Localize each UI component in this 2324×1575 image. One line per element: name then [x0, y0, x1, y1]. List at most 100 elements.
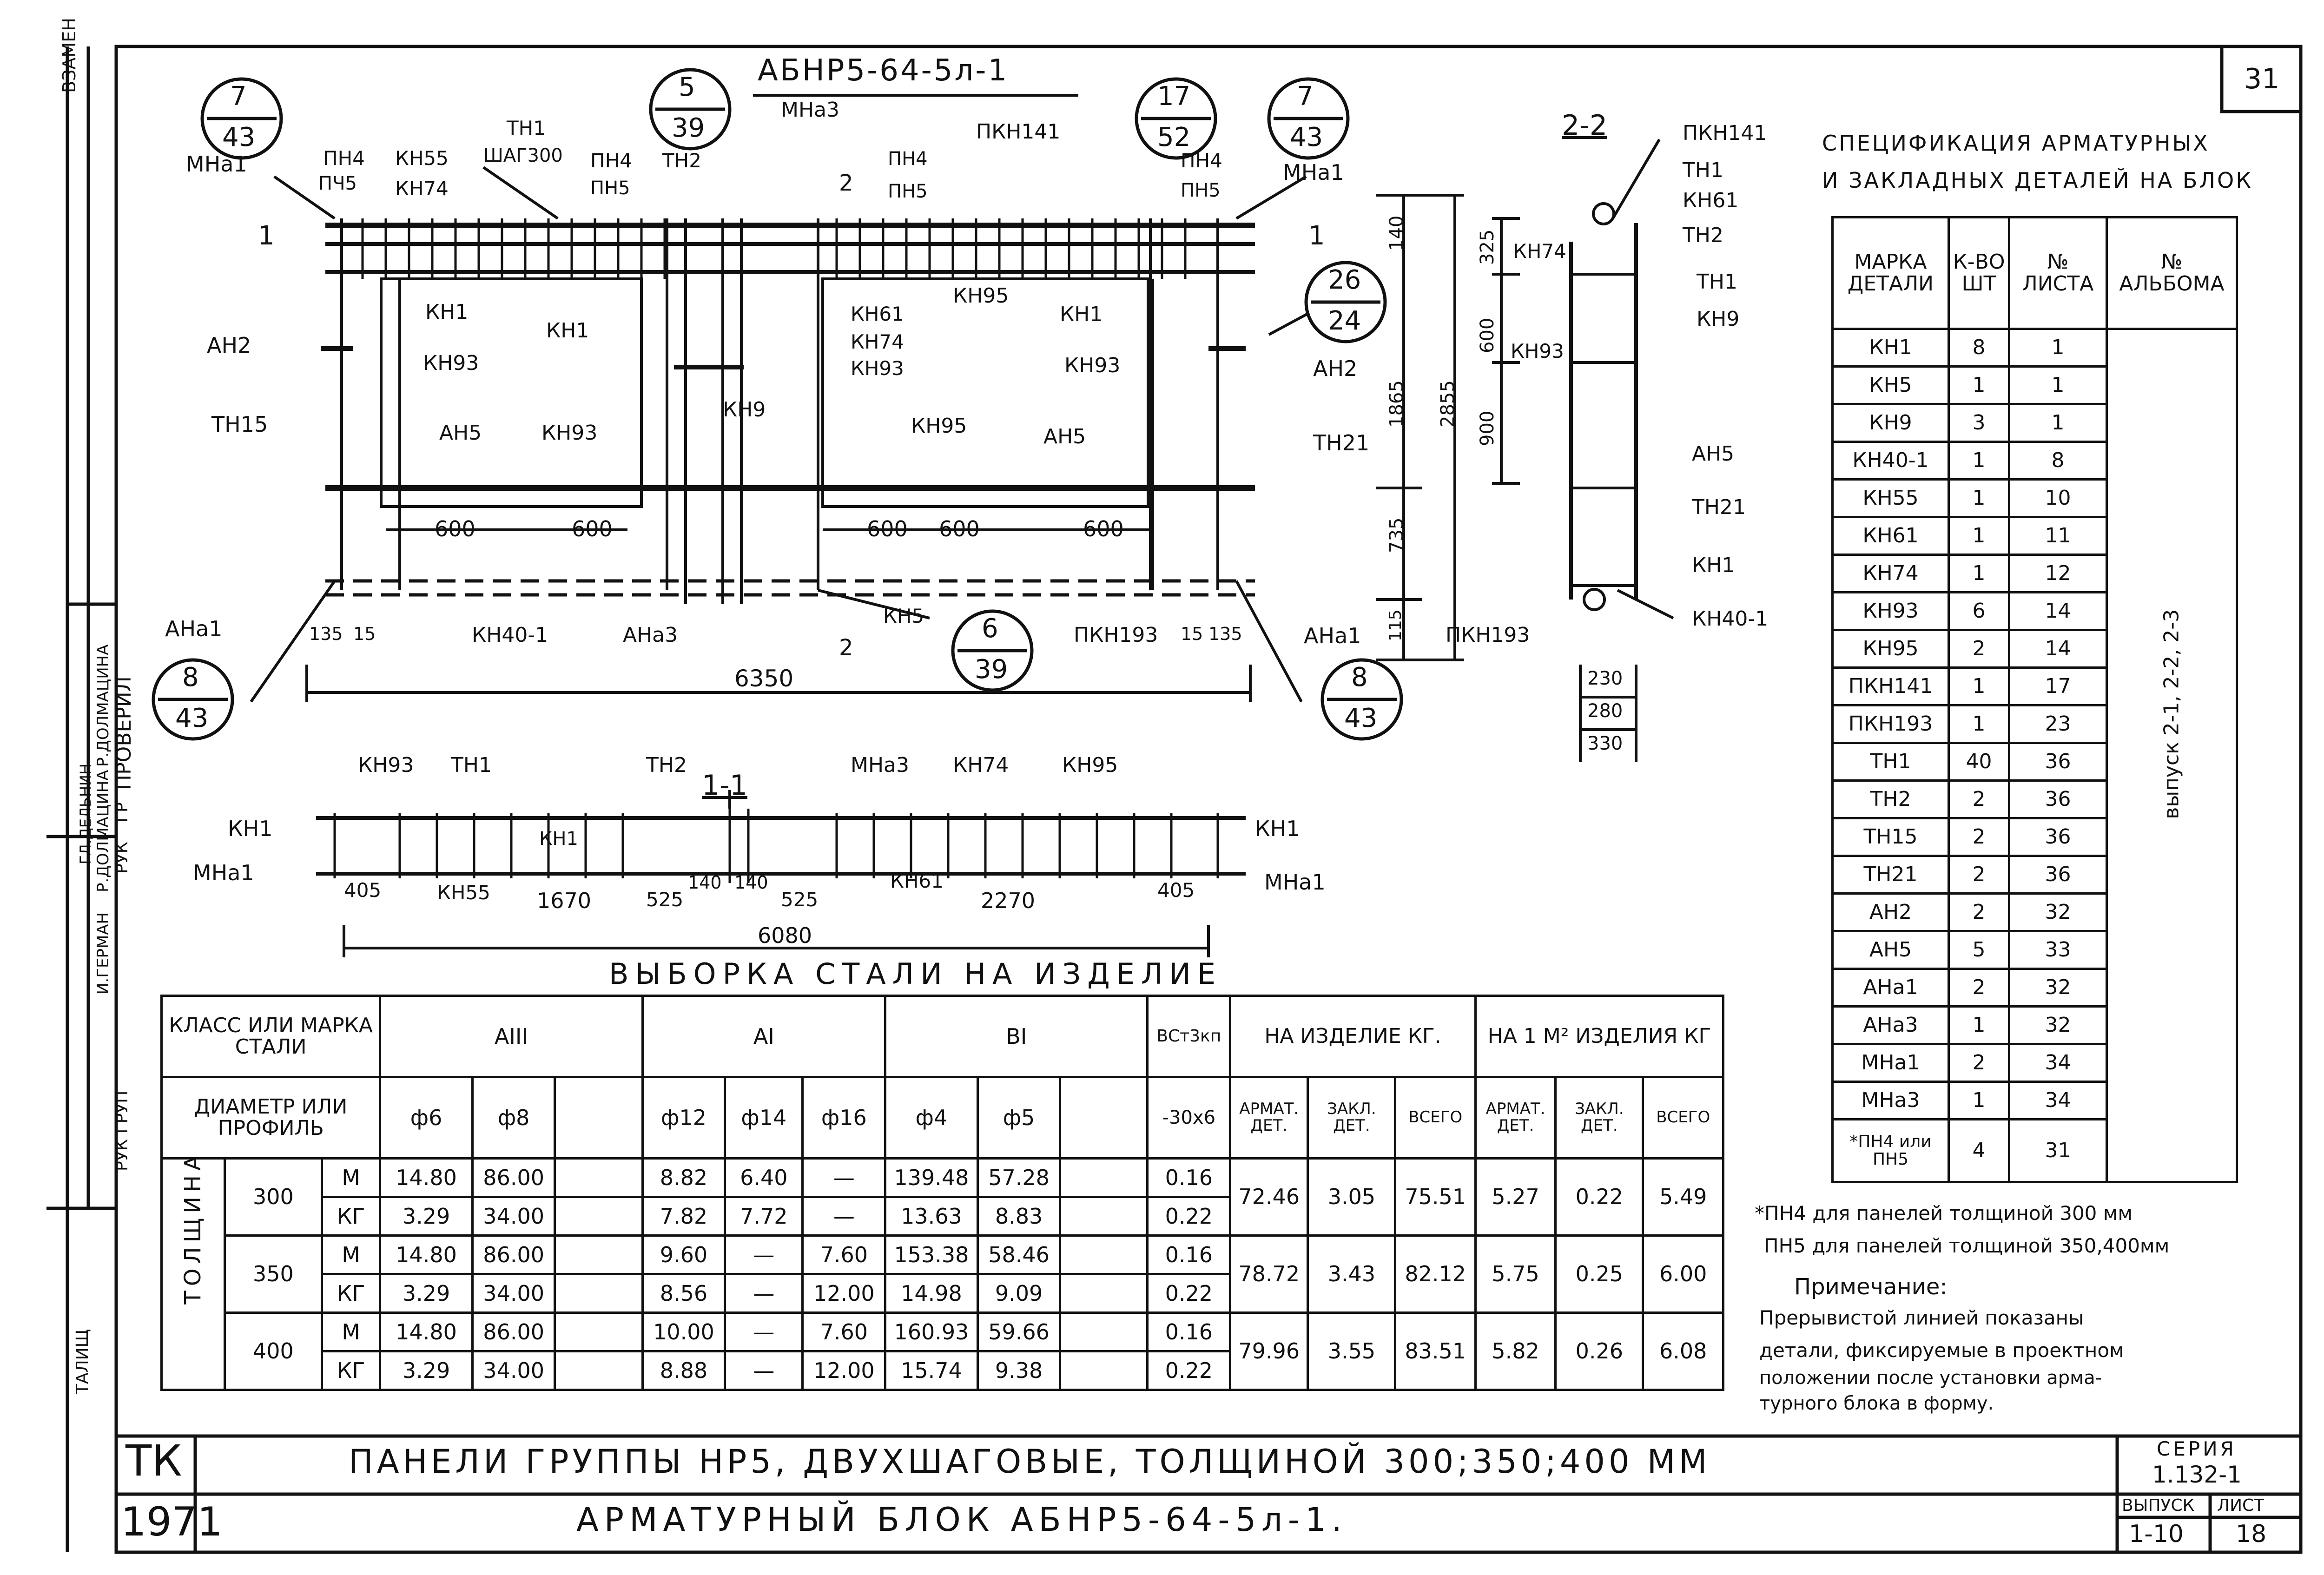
spec-r17-c1: 2 — [1948, 968, 2010, 1008]
label-tn1-a: ТН1 — [507, 117, 546, 139]
steel-u-kg-350: КГ — [320, 1273, 382, 1314]
g0-m-0: 14.80 — [379, 1157, 474, 1198]
drawing-title: АБНР5-64-5л-1 — [758, 53, 1009, 88]
spec-r21-c2: 31 — [2008, 1118, 2108, 1183]
spec-r13-c1: 2 — [1948, 817, 2010, 857]
label-kn5: КН5 — [883, 605, 924, 627]
steel-h-b1: ВI — [884, 995, 1149, 1078]
g1-kg-4: — — [724, 1273, 804, 1314]
g1-m-3: 9.60 — [641, 1234, 726, 1275]
spec-r20-c0: МНа3 — [1831, 1081, 1950, 1120]
dim-525-b: 525 — [781, 888, 819, 911]
g1-m-2 — [554, 1234, 644, 1275]
dim-405-a: 405 — [344, 879, 382, 902]
dim-525-a: 525 — [646, 888, 684, 911]
label-ana1-b: АНа1 — [1304, 623, 1361, 648]
steel-t300: 300 — [223, 1157, 323, 1237]
g2-m-8 — [1059, 1311, 1149, 1352]
steel-h-vst3kp: ВСт3кп — [1146, 995, 1232, 1078]
label-pn4-c: ПН4 — [888, 148, 928, 170]
label-kn40-b: КН40-1 — [1692, 607, 1769, 631]
spec-r7-c1: 6 — [1948, 591, 2010, 631]
note-pn-1: *ПН4 для панелей толщиной 300 мм — [1755, 1202, 2133, 1225]
label-ah5-b: АН5 — [1043, 425, 1086, 448]
steel-h-class: КЛАСС ИЛИ МАРКА СТАЛИ — [160, 995, 382, 1078]
spec-r15-c1: 2 — [1948, 892, 2010, 932]
label-kn55-b: КН55 — [437, 881, 490, 904]
g1-m-5: 7.60 — [801, 1234, 887, 1275]
spec-r9-c0: ПКН141 — [1831, 666, 1950, 706]
spec-r3-c2: 8 — [2008, 441, 2108, 481]
dim-330: 330 — [1587, 733, 1623, 754]
spec-r0-c1: 8 — [1948, 328, 2010, 368]
g2-tot-2: 83.51 — [1394, 1311, 1477, 1391]
label-kn74-a: КН74 — [395, 177, 449, 200]
spec-r8-c0: КН95 — [1831, 629, 1950, 669]
label-tn2-a: ТН2 — [662, 149, 701, 172]
g0-kg-8 — [1059, 1196, 1149, 1237]
label-tn15: ТН15 — [211, 412, 268, 437]
g2-kg-2 — [554, 1350, 644, 1391]
label-pn4-a: ПН4 — [323, 147, 365, 170]
label-tn2-c: ТН2 — [646, 753, 687, 777]
spec-table: МАРКА ДЕТАЛИ К-ВО ШТ № ЛИСТА № АЛЬБОМА К… — [1831, 216, 2238, 1183]
spec-r21-c1: 4 — [1948, 1118, 2010, 1183]
label-kn9-a: КН9 — [723, 398, 766, 422]
spec-title-1: СПЕЦИФИКАЦИЯ АРМАТУРНЫХ — [1822, 131, 2210, 156]
label-pn5-a: ПН5 — [590, 178, 630, 199]
g0-tot-4: 0.22 — [1554, 1157, 1644, 1237]
stamp-year: 1971 — [121, 1499, 223, 1545]
g2-kg-9: 0.22 — [1146, 1350, 1232, 1391]
dim-140: 140 — [1386, 215, 1407, 251]
section-mark-2-b: 2 — [839, 635, 853, 661]
stamp-list: 18 — [2236, 1520, 2267, 1548]
steel-thickness-cell: ТОЛЩИНА — [160, 1157, 226, 1391]
spec-r1-c1: 1 — [1948, 365, 2010, 405]
label-kn1-f: КН1 — [539, 828, 578, 850]
spec-r18-c2: 32 — [2008, 1005, 2108, 1045]
dim-6080: 6080 — [758, 923, 812, 948]
stamp-org: ТК — [125, 1436, 182, 1486]
g2-kg-5: 12.00 — [801, 1350, 887, 1391]
dim-600-d: 600 — [939, 516, 980, 541]
dim-6350: 6350 — [734, 665, 794, 692]
g2-kg-8 — [1059, 1350, 1149, 1391]
label-pkn141-b: ПКН141 — [1683, 121, 1767, 145]
callout-6-top: 6 — [982, 613, 998, 644]
dim-600-c: 600 — [867, 516, 908, 541]
label-ah5-c: АН5 — [1692, 442, 1735, 466]
steel-h-a1: АI — [641, 995, 887, 1078]
label-kn55: КН55 — [395, 147, 449, 170]
g2-kg-3: 8.88 — [641, 1350, 726, 1391]
stamp-seria-label: СЕРИЯ — [2157, 1437, 2237, 1460]
spec-r11-c0: ТН1 — [1831, 742, 1950, 782]
spec-r2-c2: 1 — [2008, 403, 2108, 443]
dim-600-b: 600 — [572, 516, 613, 541]
g1-kg-5: 12.00 — [801, 1273, 887, 1314]
label-pkn193-b: ПКН193 — [1446, 623, 1530, 647]
dim-135-a: 135 — [309, 624, 343, 644]
callout-7-bottom: 43 — [175, 703, 209, 733]
label-pch5: ПЧ5 — [318, 173, 357, 194]
g1-m-7: 58.46 — [976, 1234, 1062, 1275]
spec-r19-c0: МНа1 — [1831, 1043, 1950, 1083]
steel-t400: 400 — [223, 1311, 323, 1391]
g1-m-1: 86.00 — [471, 1234, 556, 1275]
spec-r14-c0: ТН21 — [1831, 855, 1950, 895]
spec-r0-c0: КН1 — [1831, 328, 1950, 368]
g2-m-6: 160.93 — [884, 1311, 979, 1352]
dim-1865: 1865 — [1386, 380, 1407, 428]
spec-r13-c0: ТН15 — [1831, 817, 1950, 857]
spec-album-text: выпуск 2-1, 2-2, 2-3 — [2159, 609, 2184, 819]
steel-thickness-label: ТОЛЩИНА — [180, 1158, 206, 1305]
g2-kg-7: 9.38 — [976, 1350, 1062, 1391]
callout-5-bottom: 24 — [1328, 306, 1361, 336]
section-mark-2-a: 2 — [839, 170, 853, 196]
g2-kg-0: 3.29 — [379, 1350, 474, 1391]
g1-kg-7: 9.09 — [976, 1273, 1062, 1314]
callout-1-top: 7 — [230, 81, 247, 112]
label-tn1-d: ТН1 — [451, 753, 492, 777]
label-pn5-b: ПН5 — [888, 181, 928, 202]
g1-kg-6: 14.98 — [884, 1273, 979, 1314]
steel-u-m-300: М — [320, 1157, 382, 1198]
